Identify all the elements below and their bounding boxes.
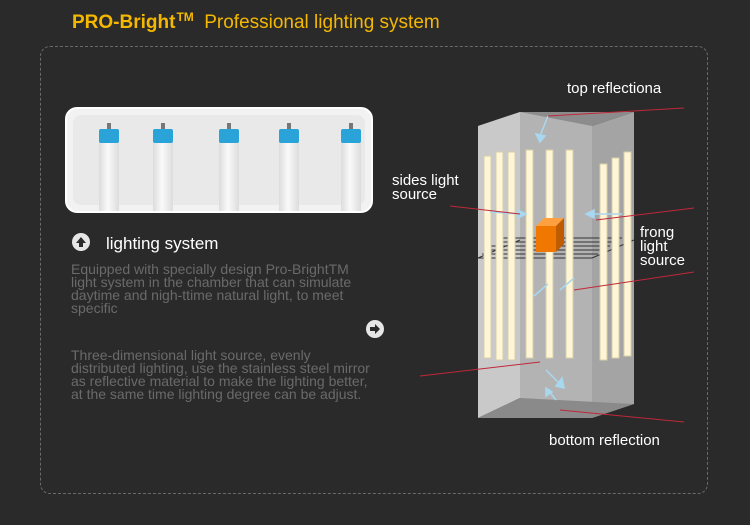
tube-photo	[65, 107, 373, 213]
bottom-reflection-label: bottom reflection	[549, 432, 660, 449]
front-light-label-line1: frong	[640, 224, 675, 241]
sample-box	[536, 218, 564, 252]
sides-light-label-line1: sides light	[392, 172, 459, 189]
tube-image	[219, 123, 239, 211]
tube-image	[341, 123, 361, 211]
trademark: TM	[176, 10, 194, 24]
light-tubes	[483, 149, 632, 361]
tube-image	[153, 123, 173, 211]
header: PRO-BrightTM Professional lighting syste…	[72, 10, 440, 34]
brand-name: PRO-BrightTM	[72, 10, 194, 33]
up-circle-icon[interactable]	[72, 233, 90, 251]
section-title: lighting system	[106, 234, 219, 253]
sides-light-label-line2: source	[392, 186, 438, 203]
header-subtitle: Professional lighting system	[204, 12, 440, 33]
front-light-label-line3: source	[640, 252, 686, 269]
leader-lines	[419, 107, 695, 423]
description-paragraph-1: Equipped with specially design Pro-Brigh…	[71, 261, 352, 316]
content-panel	[40, 46, 708, 494]
tube-image	[99, 123, 119, 211]
photo-background	[73, 115, 365, 211]
description-paragraph-2: Three-dimensional light source, evenly d…	[71, 347, 370, 402]
right-arrow-circle-icon[interactable]	[366, 320, 384, 338]
chamber-back-wall	[520, 112, 592, 418]
tube-image	[279, 123, 299, 211]
top-reflection-label: top reflectiona	[567, 80, 662, 97]
front-light-label-line2: light	[640, 238, 668, 255]
